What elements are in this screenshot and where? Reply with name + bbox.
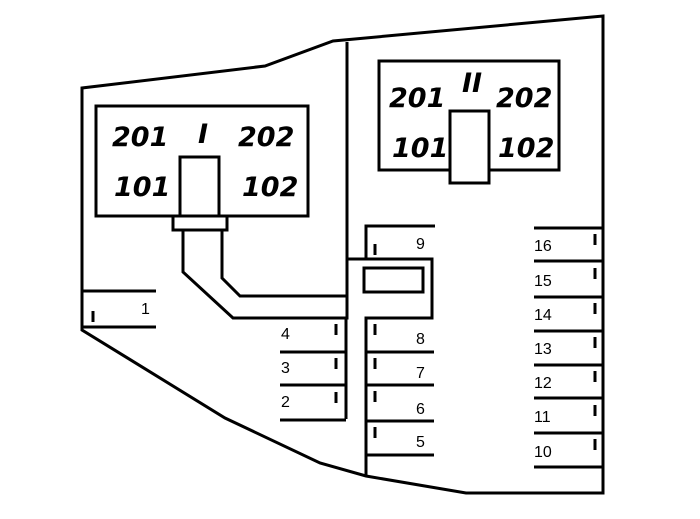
parking-space-8: 8 xyxy=(416,331,425,348)
unit-101: 101 xyxy=(114,172,170,203)
unit-101: 101 xyxy=(392,133,448,164)
parking-space-16: 16 xyxy=(534,238,552,255)
parking-middle-left: 4 3 2 xyxy=(233,316,348,422)
parking-space-3: 3 xyxy=(281,360,290,377)
building-ii-entrance xyxy=(448,109,491,185)
parking-left: 1 xyxy=(82,289,156,329)
storage-box xyxy=(362,266,425,294)
building-ii: 201 II 202 101 102 xyxy=(377,59,561,185)
parking-space-13: 13 xyxy=(534,341,552,358)
building-i-entrance xyxy=(178,155,221,219)
building-label: I xyxy=(198,119,208,150)
parking-space-9: 9 xyxy=(416,236,425,253)
walkway-inner xyxy=(220,230,347,298)
parking-space-12: 12 xyxy=(534,375,552,392)
site-boundary xyxy=(80,14,605,495)
parking-wall xyxy=(364,257,434,476)
parking-space-14: 14 xyxy=(534,307,552,324)
parking-space-1: 1 xyxy=(141,301,150,318)
building-i: 201 I 202 101 102 xyxy=(94,104,310,232)
parking-right: 16 15 14 13 12 11 10 xyxy=(534,226,603,469)
parking-space-7: 7 xyxy=(416,365,425,382)
parking-space-2: 2 xyxy=(281,394,290,411)
building-i-porch xyxy=(171,214,229,232)
parking-space-4: 4 xyxy=(281,326,290,343)
parking-middle-right: 9 8 7 6 5 xyxy=(347,224,435,476)
building-label: II xyxy=(462,68,482,99)
unit-102: 102 xyxy=(498,133,554,164)
parking-space-5: 5 xyxy=(416,434,425,451)
unit-201: 201 xyxy=(112,122,168,153)
unit-202: 202 xyxy=(496,83,552,114)
parking-space-6: 6 xyxy=(416,401,425,418)
walkway xyxy=(181,230,349,320)
unit-102: 102 xyxy=(242,172,298,203)
parking-wall xyxy=(347,224,435,261)
parking-space-15: 15 xyxy=(534,273,552,290)
unit-201: 201 xyxy=(389,83,445,114)
unit-202: 202 xyxy=(238,122,294,153)
parking-space-11: 11 xyxy=(534,409,551,426)
parking-space-10: 10 xyxy=(534,444,552,461)
